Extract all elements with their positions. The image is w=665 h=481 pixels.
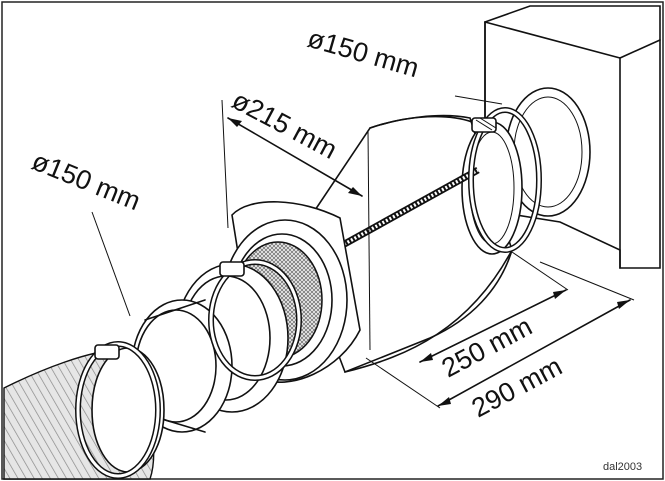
outlet-clamp: [468, 107, 542, 253]
drawing-reference: dal2003: [603, 461, 642, 473]
filter-diameter-label: ø215 mm: [227, 85, 342, 165]
dimension-lines: [91, 95, 635, 409]
flexible-hose: [3, 341, 165, 480]
inlet-clamp: [208, 259, 302, 381]
inlet-diameter-label: ø150 mm: [28, 146, 145, 217]
outlet-diameter-label: ø150 mm: [304, 23, 422, 83]
